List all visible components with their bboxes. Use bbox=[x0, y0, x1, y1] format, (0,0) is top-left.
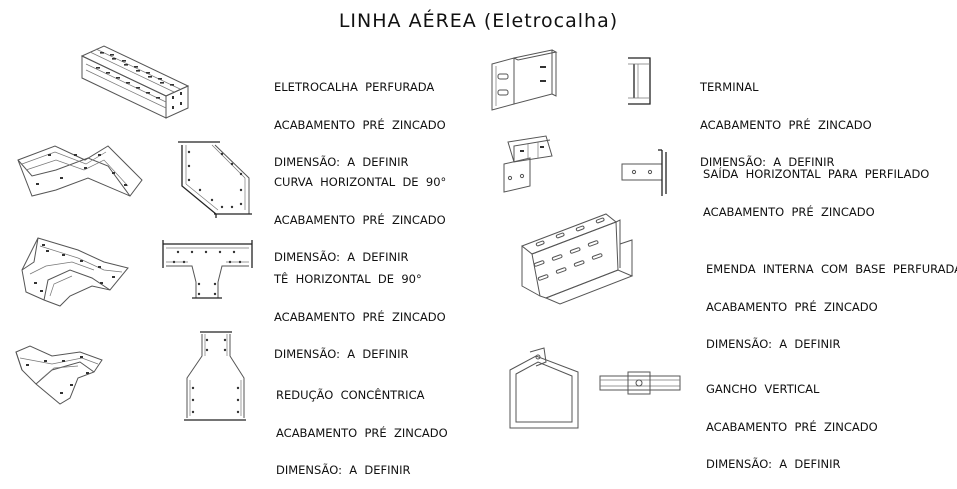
eletrocalha-perfurada-drawing bbox=[80, 45, 190, 119]
label-line: ACABAMENTO PRÉ ZINCADO bbox=[276, 425, 448, 440]
label-line: TÊ HORIZONTAL DE 90° bbox=[274, 272, 422, 286]
reducao-concentrica-iso-drawing bbox=[15, 345, 103, 405]
label-line: ACABAMENTO PRÉ ZINCADO bbox=[700, 117, 872, 132]
label-line: ACABAMENTO PRÉ ZINCADO bbox=[706, 419, 878, 434]
saida-horizontal-iso-drawing bbox=[503, 135, 553, 193]
label-line: ACABAMENTO PRÉ ZINCADO bbox=[274, 117, 446, 132]
label-line: DIMENSÃO: A DEFINIR bbox=[706, 337, 841, 351]
label-line: SAÍDA HORIZONTAL PARA PERFILADO bbox=[703, 167, 930, 181]
label-line: EMENDA INTERNA COM BASE PERFURADA bbox=[706, 262, 957, 276]
te-horizontal-plan-drawing bbox=[162, 240, 253, 299]
gancho-vertical-plan-drawing bbox=[599, 371, 681, 395]
reducao-concentrica-plan-drawing bbox=[184, 331, 246, 421]
terminal-plan-drawing bbox=[628, 57, 651, 105]
label-line: ACABAMENTO PRÉ ZINCADO bbox=[703, 204, 875, 219]
label-line: ACABAMENTO PRÉ ZINCADO bbox=[274, 212, 446, 227]
label-line: TERMINAL bbox=[700, 80, 759, 94]
te-horizontal-iso-drawing bbox=[21, 237, 129, 307]
curva-horizontal-plan-drawing bbox=[178, 141, 252, 218]
label-terminal: TERMINAL ACABAMENTO PRÉ ZINCADO DIMENSÃO… bbox=[700, 56, 872, 181]
label-line: DIMENSÃO: A DEFINIR bbox=[274, 347, 409, 361]
label-te-horizontal: TÊ HORIZONTAL DE 90° ACABAMENTO PRÉ ZINC… bbox=[274, 248, 446, 373]
emenda-interna-drawing bbox=[521, 213, 634, 305]
label-emenda-interna: EMENDA INTERNA COM BASE PERFURADA ACABAM… bbox=[706, 238, 957, 363]
drawings-canvas bbox=[15, 45, 681, 429]
label-line: DIMENSÃO: A DEFINIR bbox=[274, 155, 409, 169]
label-line: ACABAMENTO PRÉ ZINCADO bbox=[274, 309, 446, 324]
label-line: DIMENSÃO: A DEFINIR bbox=[276, 463, 411, 477]
gancho-vertical-iso-drawing bbox=[509, 347, 579, 429]
label-saida-horizontal: SAÍDA HORIZONTAL PARA PERFILADO ACABAMEN… bbox=[703, 143, 929, 231]
label-line: DIMENSÃO: A DEFINIR bbox=[274, 250, 409, 264]
label-line: DIMENSÃO: A DEFINIR bbox=[706, 457, 841, 471]
label-line: DIMENSÃO: A DEFINIR bbox=[700, 155, 835, 169]
label-line: GANCHO VERTICAL bbox=[706, 382, 820, 396]
label-line: ELETROCALHA PERFURADA bbox=[274, 80, 435, 94]
label-line: CURVA HORIZONTAL DE 90° bbox=[274, 175, 447, 189]
label-eletrocalha-perfurada: ELETROCALHA PERFURADA ACABAMENTO PRÉ ZIN… bbox=[274, 56, 446, 181]
terminal-iso-drawing bbox=[491, 49, 558, 111]
label-line: ACABAMENTO PRÉ ZINCADO bbox=[706, 299, 878, 314]
saida-horizontal-plan-drawing bbox=[621, 149, 667, 196]
label-curva-horizontal: CURVA HORIZONTAL DE 90° ACABAMENTO PRÉ Z… bbox=[274, 151, 446, 276]
page-title: LINHA AÉREA (Eletrocalha) bbox=[338, 10, 619, 32]
label-line: REDUÇÃO CONCÊNTRICA bbox=[276, 388, 425, 402]
curva-horizontal-iso-drawing bbox=[17, 145, 143, 197]
